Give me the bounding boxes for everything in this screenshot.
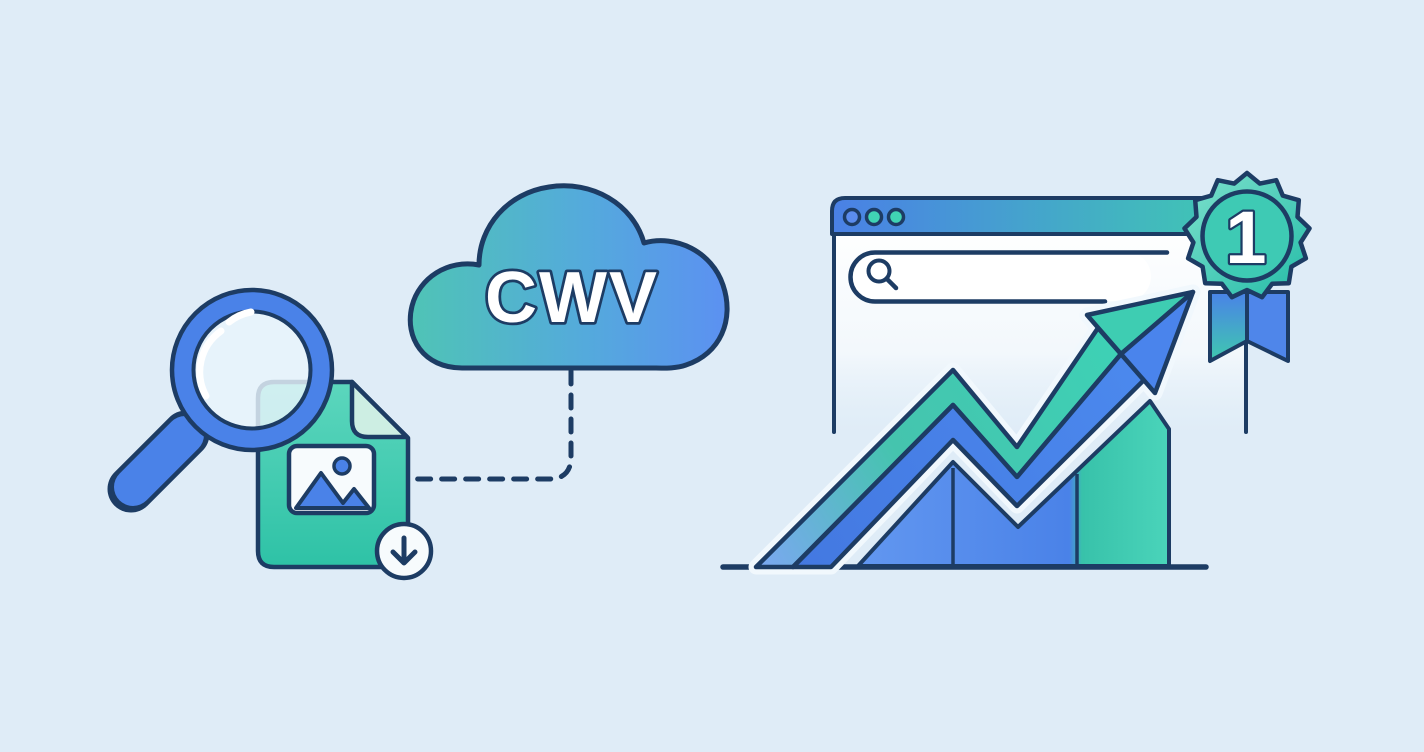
dashed-connector-line	[408, 368, 574, 482]
trend-arrow	[748, 284, 1201, 575]
magnifier-ring	[172, 290, 332, 450]
rank-badge: 1	[1182, 170, 1312, 300]
window-dot-1	[842, 207, 862, 227]
cloud-shape	[407, 183, 730, 371]
search-icon	[866, 258, 899, 291]
magnifier-handle	[114, 416, 204, 506]
search-bar	[848, 250, 1170, 304]
file-fold-corner	[349, 379, 410, 440]
download-icon	[374, 521, 434, 581]
ribbon-right-tail	[1245, 290, 1290, 363]
image-thumbnail-icon	[286, 443, 377, 516]
thumbnail-mountains	[294, 471, 371, 510]
glass-highlight	[196, 327, 225, 400]
window-dot-3	[886, 207, 906, 227]
thumbnail-sun	[332, 456, 352, 476]
rosette-inner-circle	[1200, 189, 1294, 283]
magnifier-icon	[107, 287, 335, 513]
arrowhead-blue-half	[1118, 289, 1196, 396]
badge-rank-number: 1	[1225, 196, 1266, 279]
magnifier-glass	[194, 312, 310, 428]
cwv-cloud: CWV	[407, 183, 730, 371]
window-dot-2	[864, 207, 884, 227]
search-bar-outline	[848, 250, 1170, 304]
search-bar-fill	[851, 252, 1151, 301]
cloud-label: CWV	[485, 258, 659, 338]
glass-highlight-small	[225, 308, 255, 326]
